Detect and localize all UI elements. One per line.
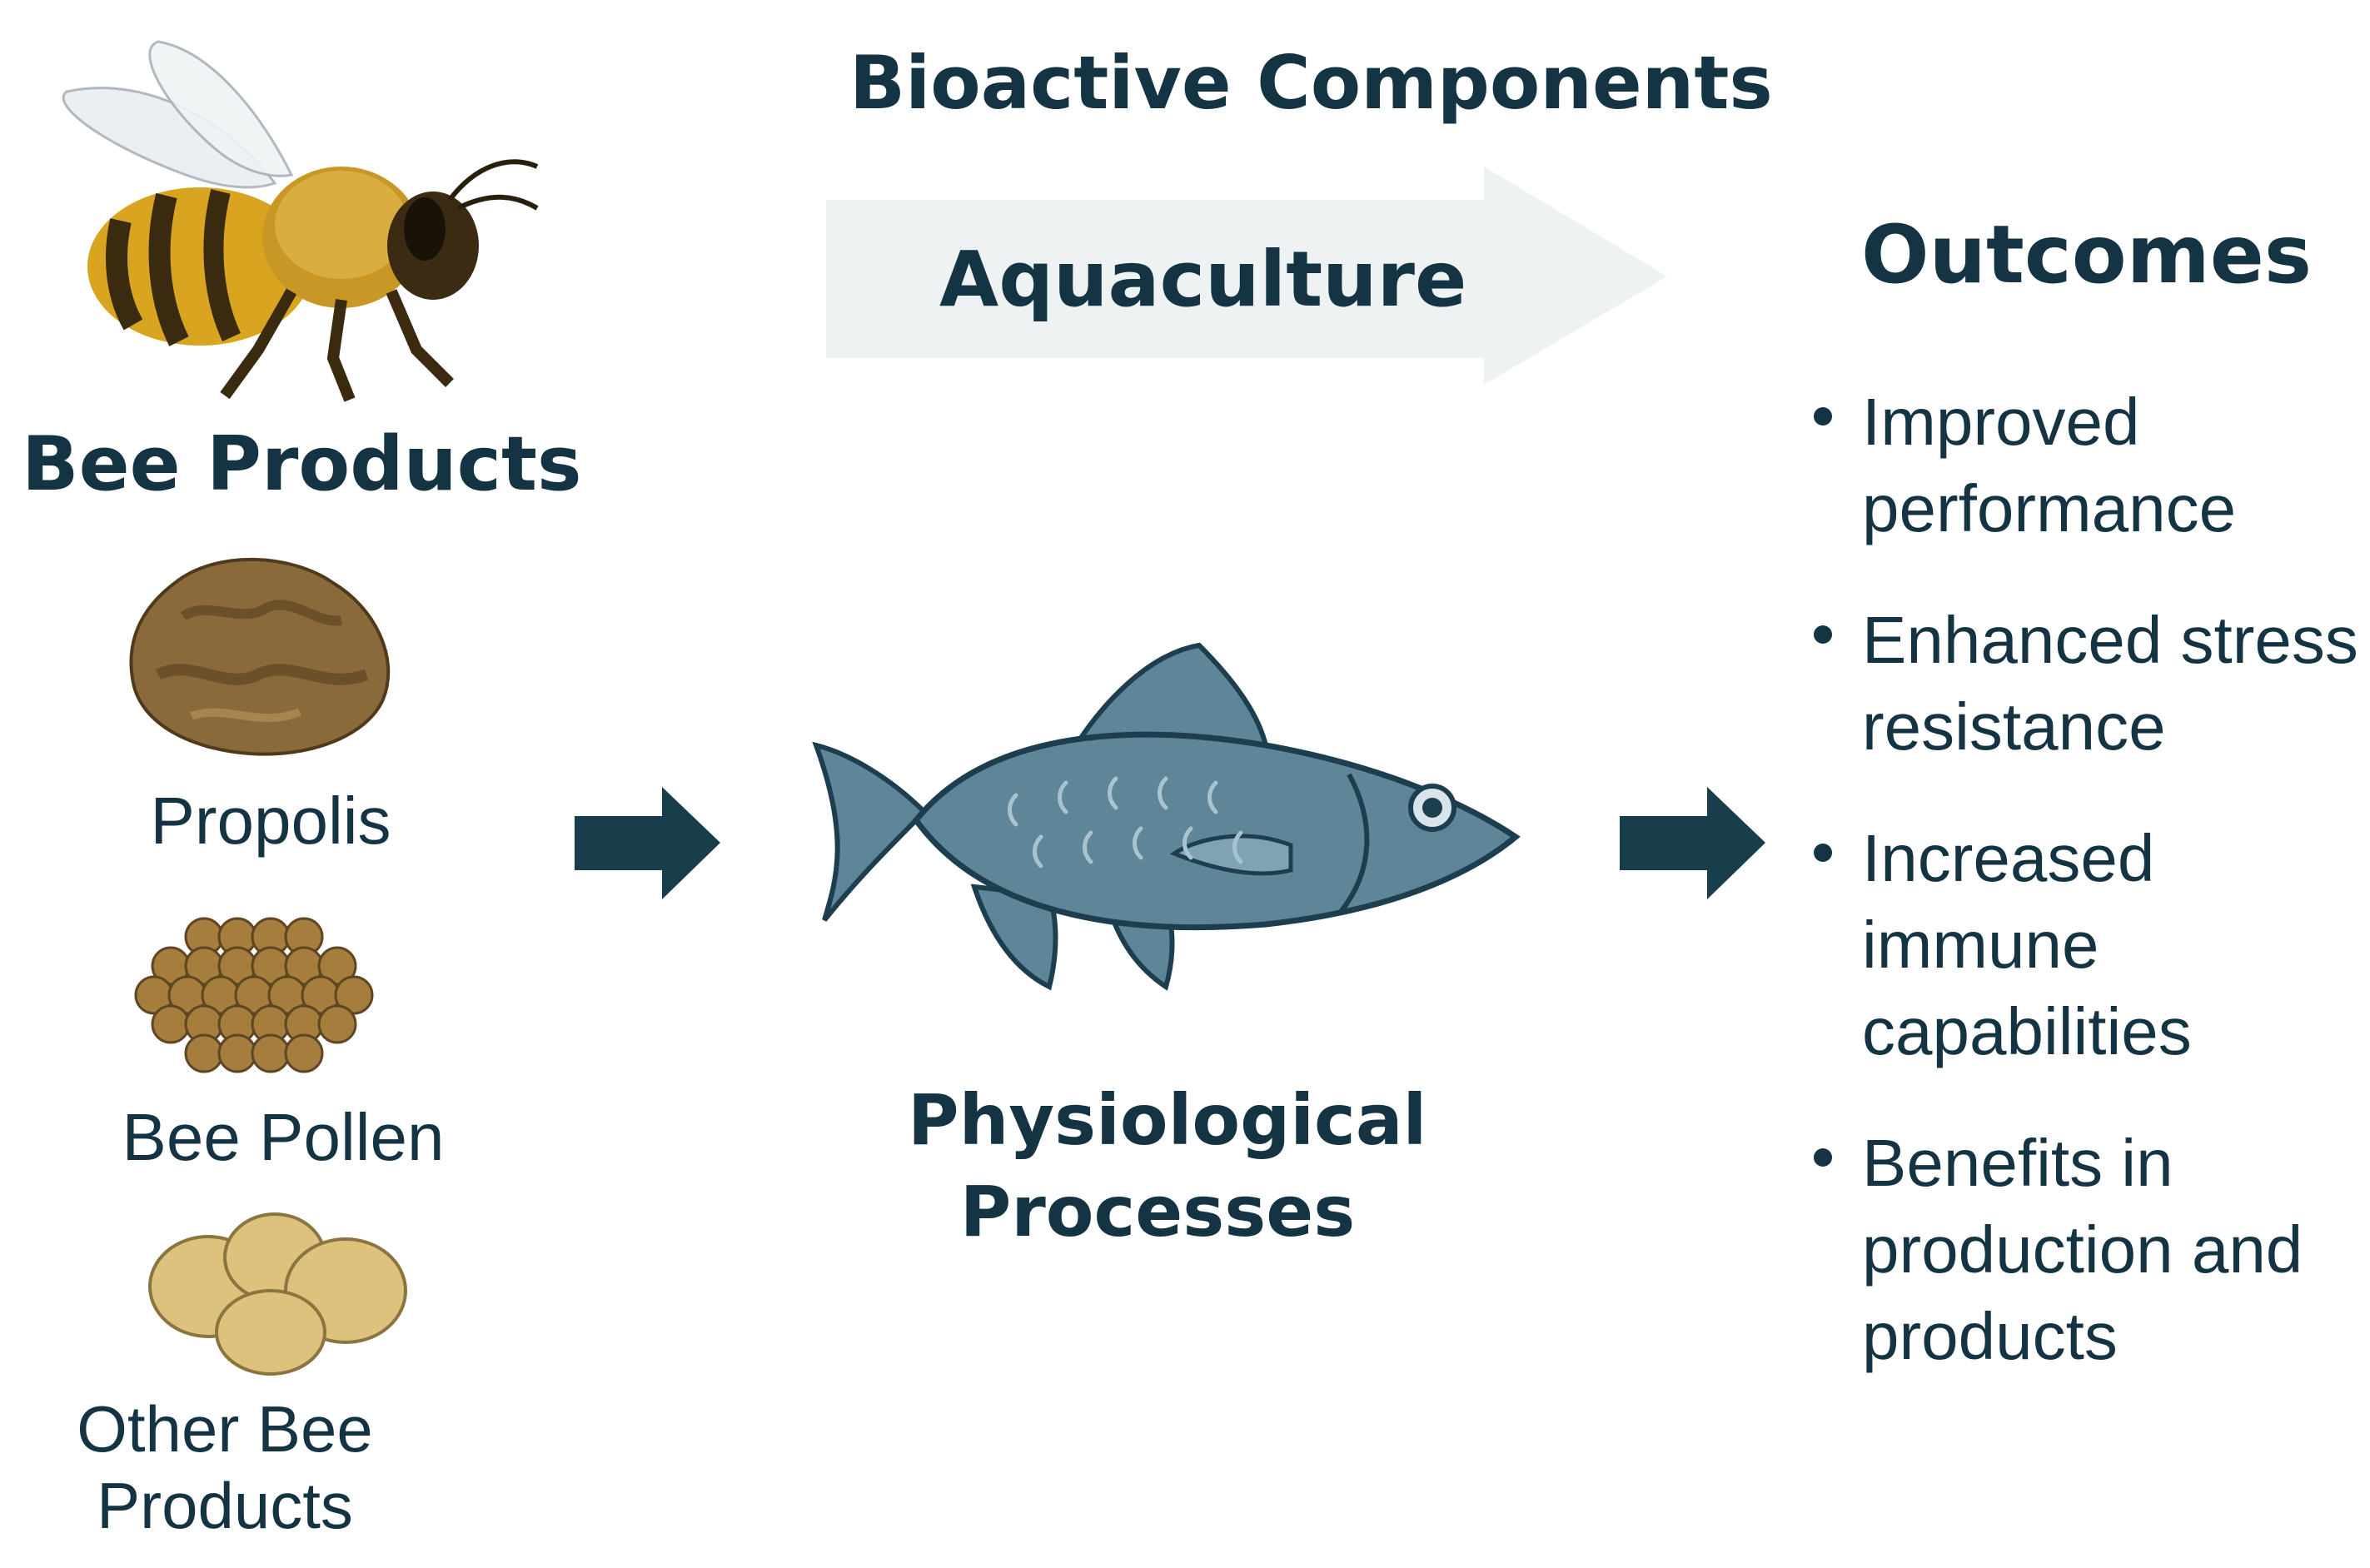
outcomes-title: Outcomes xyxy=(1861,208,2312,301)
fish-icon xyxy=(812,642,1521,991)
pollen-granule xyxy=(317,1004,357,1044)
pollen-granule xyxy=(217,1033,257,1073)
outcome-text: Improved performance xyxy=(1862,385,2237,545)
bee-products-title: Bee Products xyxy=(22,421,582,508)
physiological-processes-label: Physiological Processes xyxy=(908,1079,1427,1252)
pollen-granule xyxy=(151,1004,191,1044)
pollen-granule xyxy=(317,946,357,986)
bee-icon xyxy=(62,40,539,402)
propolis-icon xyxy=(129,557,391,756)
bullet-icon xyxy=(1814,407,1832,426)
outcome-item: Enhanced stress resistance xyxy=(1807,597,2362,770)
pollen-granule xyxy=(184,1033,224,1073)
outcome-text: Enhanced stress resistance xyxy=(1862,603,2358,764)
other-bee-products-label: Other Bee Products xyxy=(77,1392,373,1542)
outcomes-list: Improved performance Enhanced stress res… xyxy=(1807,379,2362,1425)
pollen-icon xyxy=(134,917,374,1073)
outcome-item: Increased immune capabilities xyxy=(1807,815,2362,1075)
pollen-granule xyxy=(251,1033,291,1073)
pollen-granule xyxy=(334,975,374,1015)
outcome-text: Benefits in production and products xyxy=(1862,1126,2303,1373)
outcome-text: Increased immune capabilities xyxy=(1862,821,2192,1068)
pollen-granule xyxy=(284,1033,324,1073)
arrow-right-icon xyxy=(575,787,720,899)
bullet-icon xyxy=(1814,1148,1832,1167)
other-bee-products-icon xyxy=(148,1212,407,1376)
aquaculture-label: Aquaculture xyxy=(939,235,1467,324)
propolis-label: Propolis xyxy=(150,784,391,858)
arrow-right-icon xyxy=(1620,787,1765,899)
outcome-item: Improved performance xyxy=(1807,379,2362,552)
bullet-icon xyxy=(1814,625,1832,644)
outcome-item: Benefits in production and products xyxy=(1807,1120,2362,1380)
bioactive-components-title: Bioactive Components xyxy=(849,40,1773,126)
bee-pollen-label: Bee Pollen xyxy=(122,1100,445,1174)
bullet-icon xyxy=(1814,844,1832,862)
aquaculture-arrow-icon xyxy=(826,167,1667,385)
